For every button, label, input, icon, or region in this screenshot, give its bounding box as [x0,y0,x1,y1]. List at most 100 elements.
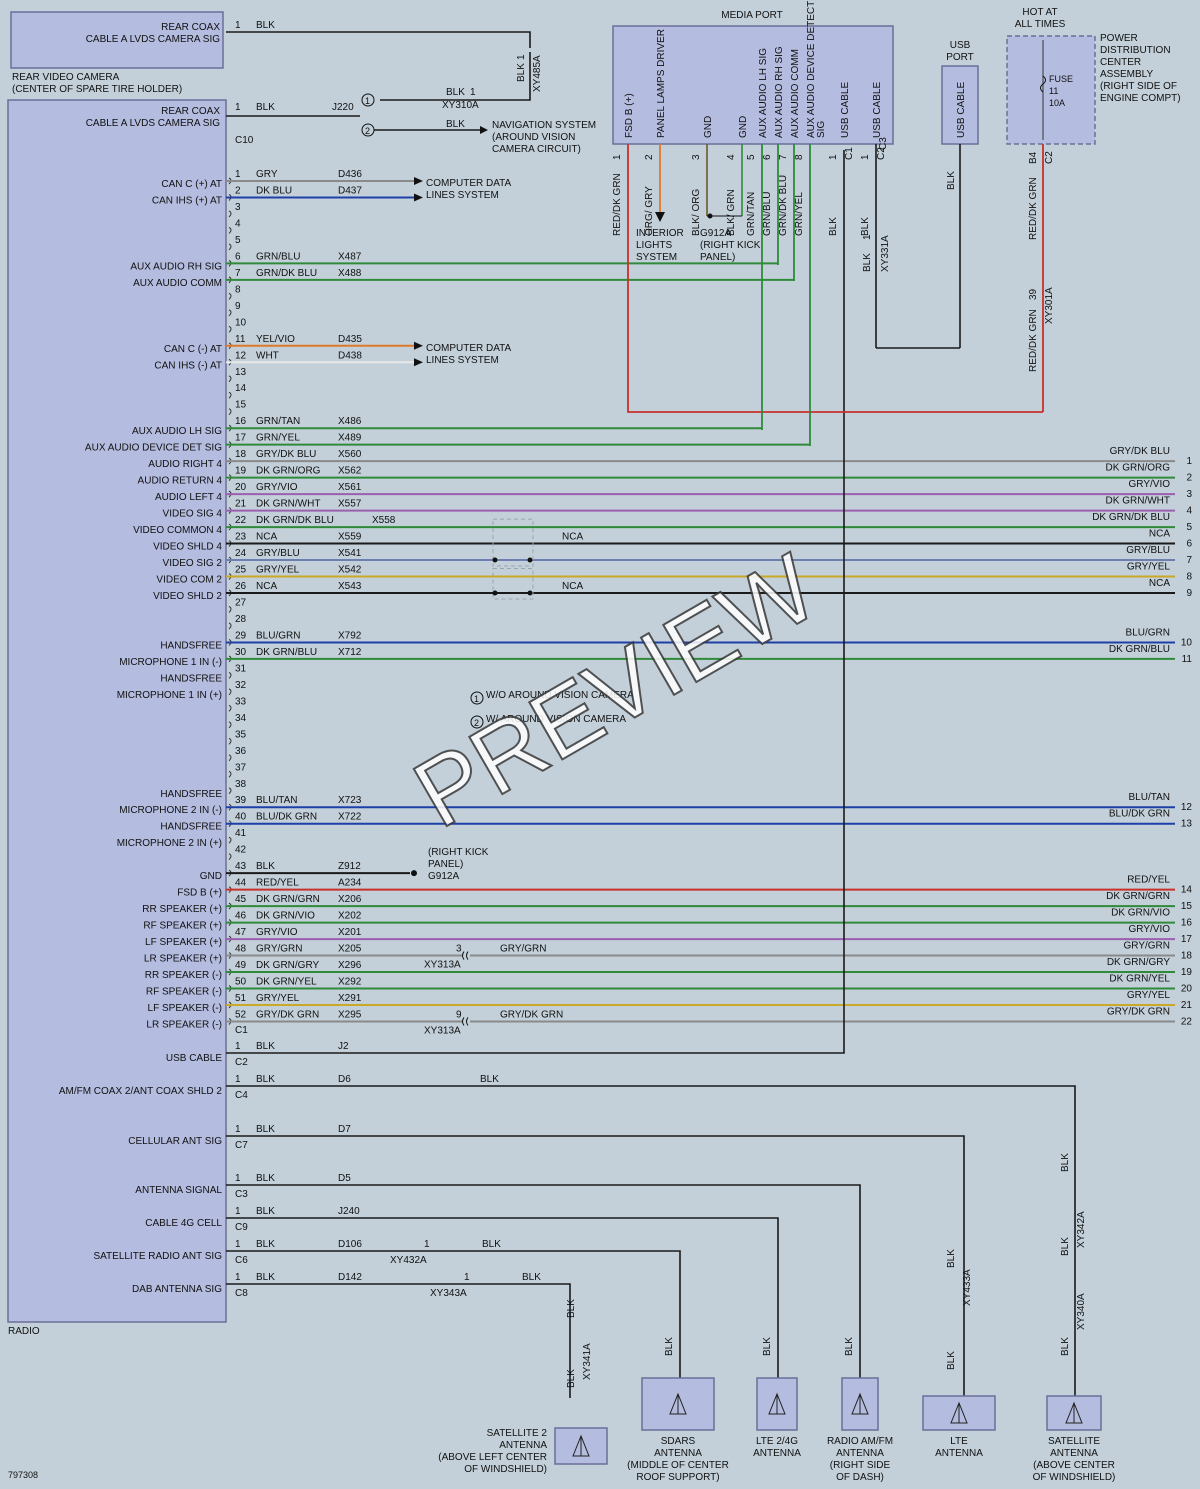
pin-label: CAN C (-) AT [164,344,222,355]
wire-color: BLK [566,1299,577,1318]
pin-tick [228,292,232,300]
wire-color: BLU/DK GRN [256,812,317,823]
pin-tick [228,836,232,844]
wire-bottom-4 [226,1217,779,1398]
shield-dot [492,557,498,563]
antenna-label: ANTENNA [654,1448,702,1459]
wire-color: BLK [256,1206,275,1217]
splice-num: 1 [470,87,476,98]
pin-number: 34 [235,713,247,724]
pin-number: 15 [235,400,247,411]
wire-bottom-6 [226,1283,571,1398]
pin-label: AUX AUDIO DEVICE DET SIG [85,443,222,454]
wire-color: GRY/BLU [256,548,300,559]
pin-label: RF SPEAKER (+) [143,921,222,932]
right-pin-number: 6 [1186,539,1192,550]
wire-color: DK GRN/WHT [256,499,320,510]
circuit-id: D438 [338,350,362,361]
wire-color: BLK [256,861,275,872]
hot-at-all-times: HOT AT [1022,7,1057,18]
wire-color: BLK [256,1041,275,1052]
pin-label: VIDEO COMMON 4 [133,525,222,536]
right-wire-color: GRY/VIO [1129,479,1171,490]
pin-label: MICROPHONE 2 IN (+) [117,838,222,849]
circuit-id: A234 [338,878,362,889]
wire-color: GRN/TAN [256,416,300,427]
pin-number: 17 [235,433,247,444]
circuit-id: X488 [338,268,362,279]
pin-label: VIDEO SIG 2 [163,558,223,569]
pin-number: 1 [828,154,839,160]
right-wire-color: RED/YEL [1127,875,1170,886]
wire-bottom-0 [226,150,845,1054]
pin-label: HANDSFREE [160,789,222,800]
wire-color: GRY/VIO [256,482,298,493]
right-wire-color: BLU/TAN [1129,792,1171,803]
wire-color: BLK [256,1173,275,1184]
connector-id: C9 [235,1222,248,1233]
radio-camera-label: CABLE A LVDS CAMERA SIG [86,118,221,129]
circuit-id: X291 [338,993,362,1004]
pin-number: 42 [235,845,247,856]
pin-number: 47 [235,927,247,938]
interior-lights-dest: SYSTEM [636,252,677,263]
wire-color: NCA [256,581,277,592]
wire-color: BLK [946,1351,957,1370]
pin-tick [228,375,232,383]
circuit-id: X489 [338,433,362,444]
pin-number: 24 [235,548,247,559]
wire-color: NCA [562,581,583,592]
pin-label: CAN IHS (+) AT [152,195,222,206]
pin-tick [228,309,232,317]
legend-circle [470,715,484,729]
ground-icon [707,213,713,219]
right-wire-color: DK GRN/ORG [1106,463,1171,474]
pin-number: 19 [235,466,247,477]
legend-circle [470,691,484,705]
antenna-label: ANTENNA [1050,1448,1098,1459]
fuse-label: FUSE [1049,74,1073,84]
pin-number: 5 [235,235,241,246]
circuit-id: X723 [338,795,362,806]
splice-icon [462,1017,469,1026]
antenna-label: OF WINDSHIELD) [464,1464,547,1475]
arrow-icon [414,341,423,350]
pin-tick [228,688,232,696]
pin-label: RF SPEAKER (-) [146,987,222,998]
right-wire-color: GRY/BLU [1126,545,1170,556]
splice-num: 3 [456,944,462,955]
pin-label: LR SPEAKER (-) [146,1019,222,1030]
wire-color: BLK [828,217,839,236]
pin-number: 30 [235,647,247,658]
connector-id: XY331A [880,235,891,272]
wire-color: BLK [446,87,465,98]
usb-port-name: USB CABLE [956,82,967,138]
wire-color: BLK [256,1239,275,1250]
splice-icon [462,951,469,960]
antenna-label: LTE [950,1436,968,1447]
pin-number: 33 [235,696,247,707]
pin-number: 50 [235,977,247,988]
connector-id: C2 [1044,151,1055,164]
gnd-destination: (RIGHT KICK [428,847,489,858]
pin-number: 48 [235,944,247,955]
pin-number: 39 [235,795,247,806]
computer-data-dest: COMPUTER DATA [426,178,512,189]
camera-pin-label: REAR COAX [161,22,220,33]
connector-id: C2 [876,147,887,160]
pin-tick [228,243,232,251]
right-wire-color: DK GRN/DK BLU [1092,512,1170,523]
pin-number: 4 [235,218,241,229]
right-pin-number: 10 [1181,637,1193,648]
antenna-label: ROOF SUPPORT) [636,1472,719,1483]
pin-number: 37 [235,762,247,773]
wire-color: ORG/ GRY [644,186,655,236]
circuit-id: J240 [338,1206,360,1217]
wire-color: RED/YEL [256,878,299,889]
pin-number: 12 [235,350,247,361]
right-pin-number: 18 [1181,951,1193,962]
pin-label: MICROPHONE 1 IN (+) [117,690,222,701]
circuit-id: X542 [338,565,362,576]
pin-label: CAN IHS (-) AT [154,360,222,371]
usb-port-title: USB [950,40,971,51]
